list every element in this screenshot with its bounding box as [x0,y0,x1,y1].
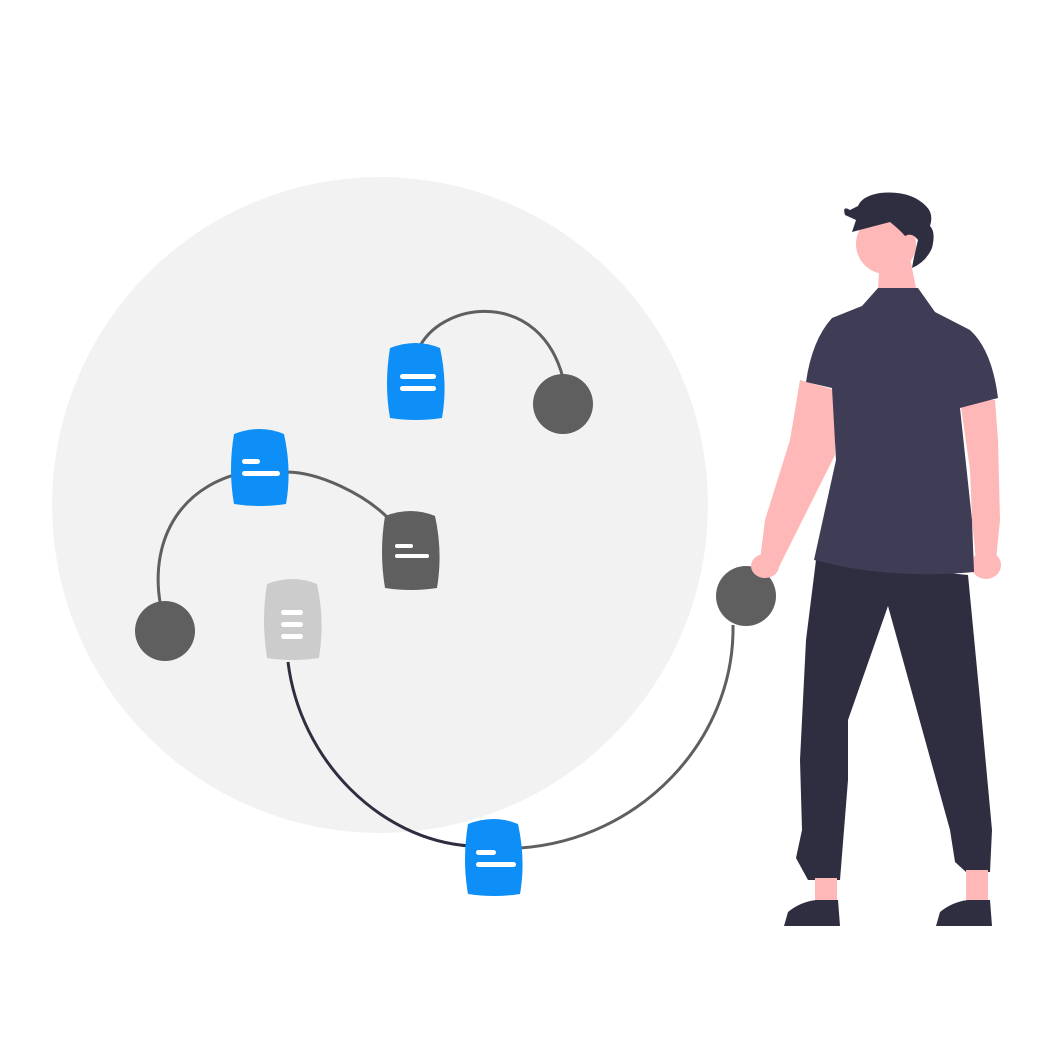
person-pants [796,560,992,880]
person-ankle [966,870,988,904]
person-shirt [806,288,998,575]
person-shoe [784,900,840,926]
person-arm [760,380,835,575]
person-hand [751,554,779,578]
person-shoe [936,900,992,926]
connector-arc-top [418,309,565,379]
person-figure [751,192,1001,926]
connector-arc-bottom-left [286,661,471,848]
connector-arc-bottom-right [519,624,735,850]
document-icon [264,579,322,660]
person-ankle [815,878,837,904]
connector-arc-middle [285,470,390,520]
document-icon [387,343,445,420]
connector-arcs [156,309,735,850]
document-icon [231,429,289,506]
node-circle [533,374,593,434]
person-hair [844,192,934,268]
person-arm [960,400,1000,560]
node-circle [716,566,776,626]
person-hand [971,551,1001,579]
document-icon [465,819,523,896]
backdrop-circle [52,177,708,833]
node-circle [135,601,195,661]
document-icon [382,511,440,590]
